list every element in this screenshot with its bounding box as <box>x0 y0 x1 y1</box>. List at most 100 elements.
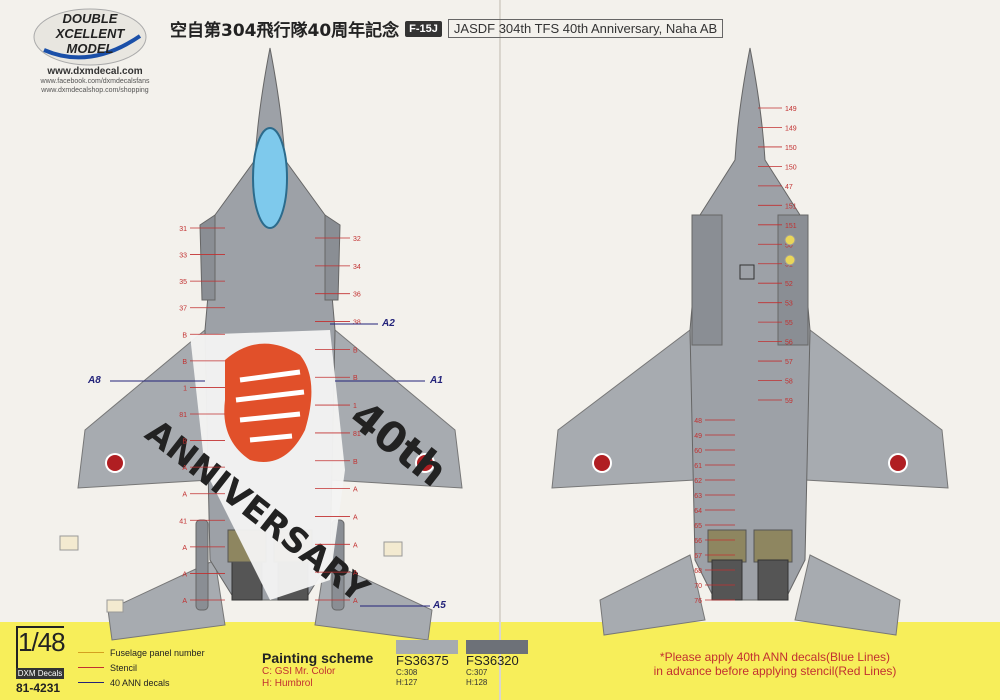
shop-link[interactable]: www.dxmdecalshop.com/shopping <box>41 87 149 94</box>
bottom-right-wing <box>804 329 949 489</box>
stencil-decal-groups <box>59 234 796 613</box>
bottom-left-wing <box>551 329 696 489</box>
top-callout-right-label: A <box>353 570 358 577</box>
bottom-callout-bottom-label: 61 <box>694 463 702 470</box>
right-roundel <box>417 455 433 471</box>
left-roundel <box>107 455 123 471</box>
legend-swatch-ann <box>78 681 104 684</box>
bottom-callout-bottom-label: 49 <box>694 433 702 440</box>
anniversary-art-stripes <box>235 369 305 443</box>
swatch-fs36375: FS36375 C:308 H:127 <box>396 640 458 688</box>
top-callout-right-label: A <box>353 487 358 494</box>
bottom-callout-top-label: 56 <box>785 340 793 347</box>
bottom-access-panel <box>739 264 755 280</box>
top-callout-right-label: 81 <box>353 431 361 438</box>
page-fold <box>499 0 501 700</box>
swatch-c-dark: C:307 <box>466 668 488 677</box>
legend-label-panel: Fuselage panel number <box>110 647 205 658</box>
title-japanese: 空自第304飛行隊40周年記念 <box>170 21 400 41</box>
top-callout-right-label: B <box>353 375 358 382</box>
swatch-chip-dark <box>466 640 528 654</box>
legend: Fuselage panel number Stencil 40 ANN dec… <box>78 645 205 690</box>
swatch-fs36320: FS36320 C:307 H:128 <box>466 640 528 688</box>
bottom-callout-top-label: 150 <box>785 145 797 152</box>
bottom-callout-bottom-label: 62 <box>694 478 702 485</box>
bottom-callout-bottom-label: 76 <box>694 598 702 605</box>
top-callout-right-label: 36 <box>353 292 361 299</box>
swatch-code-dark: FS36320 <box>466 653 519 668</box>
legend-swatch-panel <box>78 651 104 654</box>
logo-line-3: MODEL <box>67 41 114 56</box>
sheet-title: 空自第304飛行隊40周年記念 F-15J JASDF 304th TFS 40… <box>170 16 724 41</box>
bottom-callout-top-label: 149 <box>785 106 797 113</box>
top-callout-left-label: B <box>182 359 187 366</box>
scale-frame <box>16 626 64 678</box>
title-english: JASDF 304th TFS 40th Anniversary, Naha A… <box>447 19 724 38</box>
painting-note-c: C: GSI Mr. Color <box>262 666 336 677</box>
top-callout-right-label: B <box>353 459 358 466</box>
bottom-left-nozzle <box>711 559 743 601</box>
bottom-callout-top-label: 57 <box>785 359 793 366</box>
bottom-right-intake <box>777 214 809 346</box>
bottom-left-stabilizer <box>599 554 706 636</box>
canopy <box>252 127 288 229</box>
bottom-callout-top-label: 52 <box>785 281 793 288</box>
swatch-code-light: FS36375 <box>396 653 449 668</box>
bottom-callout-top-label: 151 <box>785 223 797 230</box>
bottom-view-aircraft <box>551 47 949 636</box>
top-callout-left-label: 37 <box>179 306 187 313</box>
left-tail-fin <box>195 519 209 611</box>
left-intake <box>199 214 216 301</box>
logo-line-2: XCELLENT <box>55 26 126 41</box>
bottom-callout-bottom-label: 60 <box>694 448 702 455</box>
bottom-callout-bottom-label: 67 <box>694 553 702 560</box>
bottom-callout-bottom-label: 63 <box>694 493 702 500</box>
logo-line-1: DOUBLE <box>63 11 118 26</box>
swatch-c-light: C:308 <box>396 668 418 677</box>
bottom-callout-top-label: 150 <box>785 164 797 171</box>
top-callout-left-label: 31 <box>179 226 187 233</box>
bottom-callout-bottom-label: 70 <box>694 583 702 590</box>
right-intake <box>324 214 341 301</box>
top-callout-right-label: A <box>353 514 358 521</box>
scale-ratio: 1/48 <box>18 627 66 657</box>
bottom-right-roundel <box>890 455 906 471</box>
bottom-right-stabilizer <box>794 554 901 636</box>
bottom-callout-bottom-label: 64 <box>694 508 702 515</box>
facebook-link[interactable]: www.facebook.com/dxmdecalsfans <box>40 78 150 85</box>
bottom-callout-top-label: 53 <box>785 301 793 308</box>
swatch-chip-light <box>396 640 458 654</box>
website-link[interactable]: www.dxmdecal.com <box>47 66 143 77</box>
top-callout-left-label: 33 <box>179 253 187 260</box>
bottom-callout-top-label: 151 <box>785 203 797 210</box>
bottom-callout-top-label: 149 <box>785 125 797 132</box>
bottom-callout-top-label: 47 <box>785 184 793 191</box>
top-callout-right-label: A <box>353 542 358 549</box>
top-callout-right-label: B <box>353 347 358 354</box>
ann-label-a8: A8 <box>88 375 101 386</box>
top-callout-left-label: B <box>182 439 187 446</box>
application-note: *Please apply 40th ANN decals(Blue Lines… <box>555 650 995 678</box>
top-callout-right-label: 38 <box>353 320 361 327</box>
bottom-callout-bottom-label: 48 <box>694 418 702 425</box>
top-callout-right-label: 1 <box>353 403 357 410</box>
bottom-right-engine-bay <box>753 529 793 563</box>
note-line-1: *Please apply 40th ANN decals(Blue Lines… <box>659 650 891 664</box>
bottom-callout-bottom-label: 66 <box>694 538 702 545</box>
top-view-aircraft: 40th ANNIVERSARY <box>77 47 463 641</box>
top-callout-left-label: 1 <box>183 385 187 392</box>
catalog-number: 81-4231 <box>16 681 61 695</box>
note-line-2: in advance before applying stencil(Red L… <box>653 664 897 678</box>
legend-item-ann: 40 ANN decals <box>78 675 205 690</box>
bottom-callout-top-label: 50 <box>785 242 793 249</box>
bottom-callout-top-label: 55 <box>785 320 793 327</box>
top-callout-left-label: 35 <box>179 279 187 286</box>
bottom-view-callouts-top: 14914915015047151151505152535556575859 <box>758 106 797 405</box>
bottom-callout-bottom-label: 65 <box>694 523 702 530</box>
ann-label-a5: A5 <box>433 600 446 611</box>
top-callout-left-label: A <box>182 571 187 578</box>
painting-note-h: H: Humbrol <box>262 678 313 689</box>
